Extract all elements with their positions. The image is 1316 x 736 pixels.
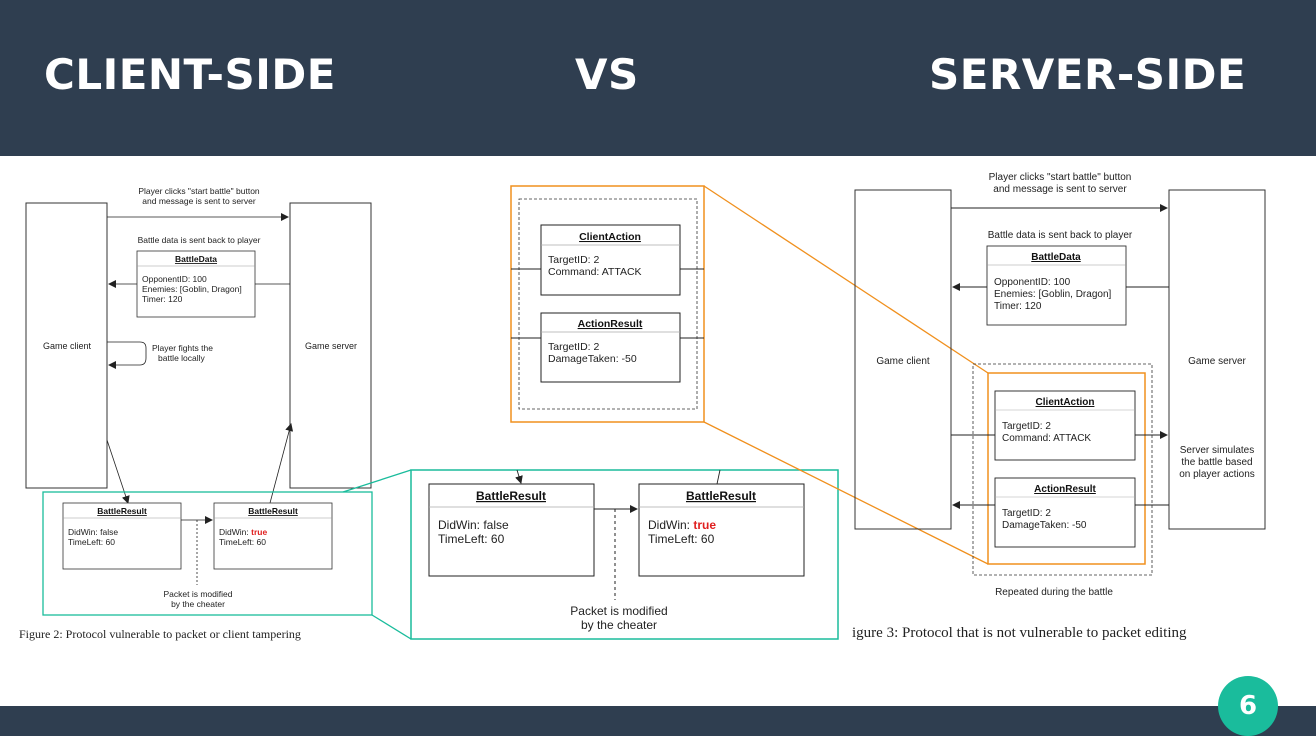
left-arrow-to-result bbox=[106, 439, 130, 504]
page-number-badge: 6 bbox=[1218, 676, 1278, 736]
left-packet-mod-2: by the cheater bbox=[171, 599, 225, 609]
right-actionresult-damage: DamageTaken: -50 bbox=[1002, 520, 1087, 531]
left-timeleft-1: TimeLeft: 60 bbox=[68, 537, 115, 547]
zoom-battleresult-box-2 bbox=[638, 483, 805, 577]
zoom-packet-mod-2: by the cheater bbox=[581, 618, 657, 632]
zoom-orange-panel bbox=[510, 185, 705, 423]
left-game-server-box bbox=[289, 202, 372, 489]
left-click-msg-1: Player clicks "start battle" button bbox=[138, 186, 260, 196]
orange-zoom-callout: ClientAction TargetID: 2 Command: ATTACK… bbox=[510, 185, 989, 565]
zoom-packet-mod-1: Packet is modified bbox=[570, 604, 667, 618]
left-game-server-label: Game server bbox=[305, 341, 357, 351]
right-caption: igure 3: Protocol that is not vulnerable… bbox=[852, 625, 1187, 641]
teal-zoom-callout: BattleResult DidWin: false TimeLeft: 60 … bbox=[342, 469, 839, 640]
right-figure: Game client Game server Player clicks "s… bbox=[852, 172, 1266, 641]
left-game-client-box bbox=[25, 202, 108, 489]
right-sim-1: Server simulates bbox=[1180, 445, 1254, 456]
zoom-timeleft-2: TimeLeft: 60 bbox=[648, 532, 715, 546]
left-battledata-enemies: Enemies: [Goblin, Dragon] bbox=[142, 284, 242, 294]
right-orange-highlight bbox=[987, 372, 1146, 565]
zoom-battleresult-title-2: BattleResult bbox=[686, 489, 756, 503]
right-actionresult-target: TargetID: 2 bbox=[1002, 508, 1051, 519]
right-clientaction-target: TargetID: 2 bbox=[1002, 421, 1051, 432]
right-click-msg-2: and message is sent to server bbox=[993, 184, 1127, 195]
left-battledata-title: BattleData bbox=[175, 254, 217, 264]
zoom-didwin-1: DidWin: false bbox=[438, 518, 509, 532]
zoom-didwin-2: DidWin: true bbox=[648, 518, 716, 532]
left-didwin-2: DidWin: true bbox=[219, 527, 267, 537]
right-actionresult-box bbox=[994, 477, 1136, 548]
left-fight-1: Player fights the bbox=[152, 343, 213, 353]
zoom-clientaction-title: ClientAction bbox=[579, 231, 641, 243]
zoom-clientaction-command: Command: ATTACK bbox=[548, 266, 642, 278]
header-band: CLIENT-SIDE VS SERVER-SIDE bbox=[0, 0, 1316, 156]
left-battleresult-title-2: BattleResult bbox=[248, 506, 298, 516]
right-battledata-box bbox=[986, 245, 1127, 326]
title-server-side: SERVER-SIDE bbox=[929, 50, 1247, 99]
right-game-server-box bbox=[1168, 189, 1266, 530]
right-clientaction-command: Command: ATTACK bbox=[1002, 433, 1091, 444]
footer-band bbox=[0, 706, 1316, 736]
left-packet-mod-1: Packet is modified bbox=[164, 589, 233, 599]
left-figure: Game client Game server Player clicks "s… bbox=[19, 186, 373, 641]
right-sim-2: the battle based bbox=[1181, 457, 1252, 468]
left-click-msg-2: and message is sent to server bbox=[142, 196, 256, 206]
zoom-battleresult-box-1 bbox=[428, 483, 595, 577]
left-data-back: Battle data is sent back to player bbox=[138, 235, 261, 245]
right-battledata-opponent: OpponentID: 100 bbox=[994, 277, 1071, 288]
right-battledata-enemies: Enemies: [Goblin, Dragon] bbox=[994, 289, 1112, 300]
left-local-fight-loop bbox=[107, 341, 147, 369]
left-arrow-to-server bbox=[269, 423, 294, 504]
zoom-actionresult-title: ActionResult bbox=[578, 318, 643, 330]
left-battleresult-title-1: BattleResult bbox=[97, 506, 147, 516]
right-actionresult-title: ActionResult bbox=[1034, 484, 1096, 495]
left-battleresult-box-2 bbox=[213, 502, 333, 570]
zoom-actionresult-box bbox=[540, 312, 681, 383]
right-clientaction-box bbox=[994, 390, 1136, 461]
right-game-client-box bbox=[854, 189, 952, 530]
right-data-back: Battle data is sent back to player bbox=[988, 230, 1133, 241]
right-clientaction-title: ClientAction bbox=[1036, 397, 1095, 408]
zoom-clientaction-target: TargetID: 2 bbox=[548, 254, 600, 266]
zoom-battleresult-title-1: BattleResult bbox=[476, 489, 546, 503]
right-repeated-label: Repeated during the battle bbox=[995, 587, 1113, 598]
left-battleresult-box-1 bbox=[62, 502, 182, 570]
right-game-client-label: Game client bbox=[876, 356, 930, 367]
title-client-side: CLIENT-SIDE bbox=[44, 50, 336, 99]
zoom-actionresult-target: TargetID: 2 bbox=[548, 341, 600, 353]
left-fight-2: battle locally bbox=[158, 353, 206, 363]
right-game-server-label: Game server bbox=[1188, 356, 1246, 367]
left-game-client-label: Game client bbox=[43, 341, 92, 351]
right-battledata-title: BattleData bbox=[1031, 252, 1081, 263]
left-caption: Figure 2: Protocol vulnerable to packet … bbox=[19, 627, 301, 641]
left-teal-highlight bbox=[42, 491, 373, 616]
left-battledata-opponent: OpponentID: 100 bbox=[142, 274, 207, 284]
title-vs: VS bbox=[575, 50, 639, 99]
zoom-clientaction-box bbox=[540, 224, 681, 296]
right-battledata-timer: Timer: 120 bbox=[994, 301, 1042, 312]
right-sim-3: on player actions bbox=[1179, 469, 1255, 480]
zoom-timeleft-1: TimeLeft: 60 bbox=[438, 532, 505, 546]
left-timeleft-2: TimeLeft: 60 bbox=[219, 537, 266, 547]
right-click-msg-1: Player clicks "start battle" button bbox=[989, 172, 1132, 183]
left-didwin-1: DidWin: false bbox=[68, 527, 118, 537]
left-battledata-timer: Timer: 120 bbox=[142, 294, 183, 304]
left-battledata-box bbox=[136, 250, 256, 318]
zoom-actionresult-damage: DamageTaken: -50 bbox=[548, 353, 637, 365]
